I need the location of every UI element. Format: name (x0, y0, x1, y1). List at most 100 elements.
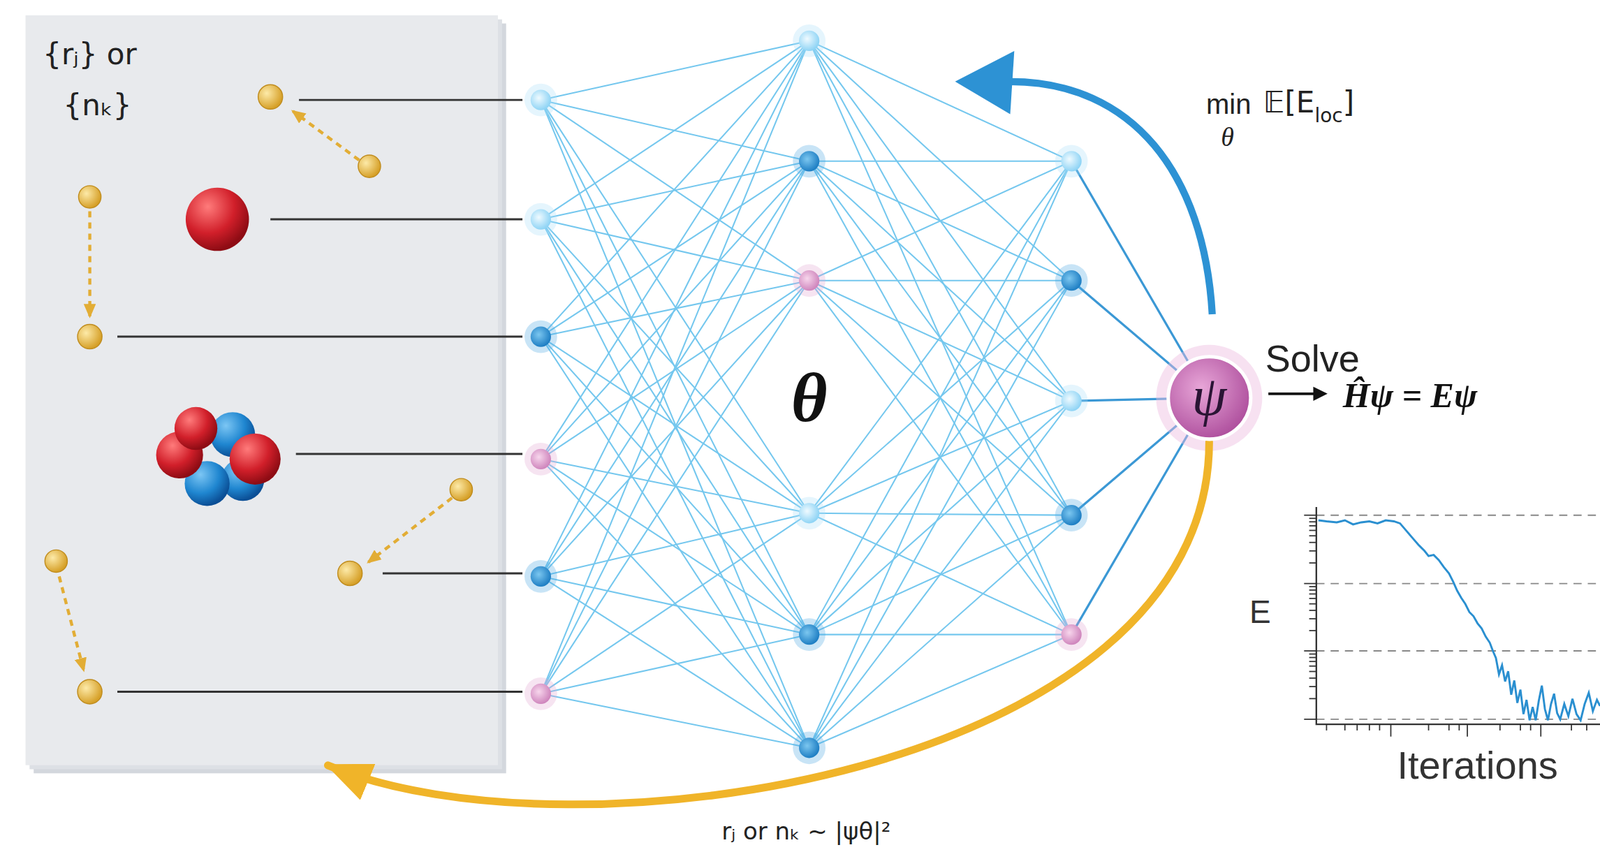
neuron (798, 150, 820, 172)
input-wires (117, 99, 523, 692)
minor-tick (1309, 562, 1317, 564)
axis-ticks (1303, 515, 1587, 737)
weight-line (809, 161, 1073, 748)
proton-ball (185, 187, 250, 252)
major-tick (1303, 583, 1317, 585)
minor-tick (1309, 525, 1317, 527)
neuron-halo (792, 496, 826, 530)
particles (44, 84, 473, 704)
weight-line (540, 40, 809, 337)
weight-line (809, 161, 1073, 401)
weight-line (809, 40, 1073, 515)
minor-tick (1309, 541, 1317, 544)
axis-label: Iterations (1396, 743, 1558, 788)
minor-tick (1309, 653, 1317, 656)
minor-tick (1309, 593, 1317, 596)
label-position: Ĥψ = Eψ (1342, 375, 1478, 417)
minor-tick (1309, 618, 1317, 620)
minor-tick (1309, 585, 1317, 588)
neuron (530, 326, 552, 347)
weight-line (540, 458, 809, 748)
energy-plot (1303, 507, 1600, 737)
weight-line (540, 693, 809, 748)
neuron (1061, 390, 1082, 411)
weight-line (809, 634, 1073, 636)
weight-line (540, 576, 809, 635)
motion-arrows (59, 111, 453, 671)
weight-line (809, 280, 1073, 635)
weight-line (540, 513, 809, 577)
neuron (530, 208, 552, 230)
weight-line (540, 161, 809, 695)
parameter-symbol: θ (784, 357, 835, 438)
expectation-part: ] (1342, 85, 1355, 120)
weight-line (809, 515, 1073, 748)
sampling-label: rⱼ or nₖ ~ |ψθ|² (714, 817, 898, 846)
label-position: min (1206, 87, 1251, 121)
neuron (1061, 270, 1082, 291)
weight-line (809, 40, 1073, 161)
x-tick (1458, 724, 1460, 731)
objective-subscript: θ (1220, 122, 1235, 153)
neuron-halo (524, 83, 558, 117)
psi-glow (1155, 345, 1262, 452)
minor-tick (1309, 685, 1317, 688)
weight-line (809, 280, 1073, 748)
weight-line (540, 40, 809, 220)
weight-line (809, 161, 1073, 281)
state-label: {rⱼ} or (42, 37, 137, 72)
minor-tick (1309, 697, 1317, 700)
weight-line (540, 40, 809, 694)
major-tick (1303, 718, 1317, 721)
nucleus-cluster (156, 407, 281, 507)
weight-line (540, 99, 809, 748)
weight-line (809, 161, 1073, 281)
neuron-halo (524, 320, 558, 354)
minor-tick (1309, 677, 1317, 679)
weight-line (809, 280, 1073, 401)
x-tick (1586, 724, 1588, 731)
neuron-halo (792, 144, 826, 178)
weight-line (540, 336, 809, 635)
solve-arrow (1268, 386, 1328, 401)
neuron-halo (524, 560, 558, 593)
weight-line (540, 336, 809, 748)
x-tick (1326, 724, 1328, 731)
weight-line (809, 161, 1073, 635)
label-position: E (1249, 593, 1272, 631)
expectation-part: loc (1314, 104, 1343, 128)
minor-tick (1309, 603, 1317, 605)
weight-line (540, 634, 809, 695)
x-tick (1356, 724, 1358, 731)
minor-tick (1309, 660, 1317, 663)
weight-line (540, 99, 809, 514)
weight-line (809, 40, 1073, 401)
weight-line (809, 280, 1073, 282)
neuron (1061, 624, 1082, 645)
weight-line (809, 40, 1073, 635)
minor-tick (1309, 530, 1317, 532)
x-tick (1539, 724, 1542, 737)
neurons (524, 24, 1089, 765)
neuron-halo (1055, 498, 1089, 532)
objective-text: min (1206, 87, 1251, 121)
expectation-part: 𝔼[E (1263, 85, 1316, 120)
x-tick (1368, 724, 1371, 731)
weight-line (540, 219, 809, 748)
major-tick (1303, 650, 1317, 652)
weight-line (809, 40, 1073, 281)
expectation-text: 𝔼[Eloc] (1263, 85, 1355, 120)
neuron (798, 30, 820, 51)
weight-line (540, 161, 809, 220)
neural-network (524, 24, 1209, 765)
minor-tick (1309, 665, 1317, 667)
x-tick (1448, 724, 1450, 731)
x-tick (1379, 724, 1381, 731)
network-weights (540, 40, 1072, 748)
label-position: Solve (1265, 336, 1360, 380)
schrodinger-equation: Ĥψ = Eψ (1342, 375, 1478, 417)
text-position: {rⱼ} or (42, 37, 137, 72)
weight-line (540, 40, 809, 100)
label-position: Iterations (1396, 743, 1558, 788)
